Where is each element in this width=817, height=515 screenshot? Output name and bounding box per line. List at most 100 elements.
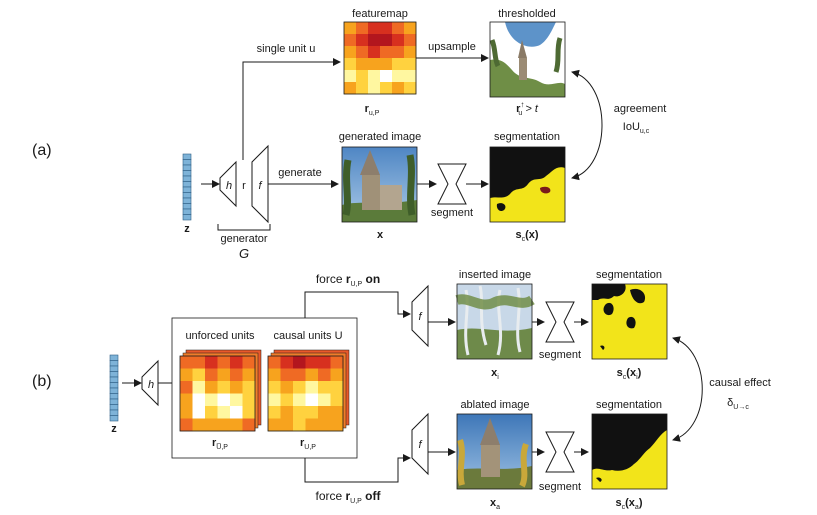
h-block-a (219, 160, 237, 208)
unforced-cell (180, 368, 193, 382)
latent-cell (109, 387, 119, 394)
latent-cell (109, 365, 119, 372)
causal-cell (318, 393, 331, 407)
panel-b-label: (b) (32, 373, 52, 390)
h-label-a: h (226, 180, 232, 192)
causal-cell (330, 381, 344, 394)
causal-cell (268, 368, 281, 382)
unforced-cell (180, 418, 193, 432)
causal-cell (268, 356, 281, 369)
segmentation-math-a: sc(x) (515, 229, 538, 243)
generator-label: generator (220, 233, 267, 245)
iou-label: IoUu,c (623, 121, 650, 135)
inserted-image (455, 283, 535, 360)
latent-cell (182, 186, 192, 193)
segment-label-a: segment (431, 207, 473, 219)
featuremap-cell (380, 46, 393, 59)
featuremap-cell (404, 22, 417, 35)
units-box (171, 317, 358, 459)
f-block-top (411, 284, 429, 348)
causal-cell (293, 393, 306, 407)
segmenter-block-b-top (545, 301, 575, 343)
unforced-cell (192, 368, 206, 382)
featuremap-cell (380, 70, 393, 83)
causal-cell (293, 406, 306, 419)
unforced-cell (192, 406, 206, 419)
featuremap-cell (344, 70, 357, 83)
latent-cell (182, 192, 192, 199)
unforced-cell (217, 381, 231, 394)
r-unforced-label: rU̅,P (212, 437, 228, 451)
unforced-cell (205, 356, 218, 369)
single-unit-label: single unit u (257, 43, 316, 55)
unforced-frame (179, 355, 256, 432)
latent-cell (109, 409, 119, 416)
featuremap-cell (344, 58, 357, 71)
latent-cell (182, 181, 192, 188)
unforced-cell (217, 406, 231, 419)
causal-cell (318, 418, 331, 432)
featuremap-cell (392, 70, 405, 83)
ablated-image-title: ablated image (460, 399, 529, 411)
latent-cell (109, 371, 119, 378)
unforced-cell (180, 406, 193, 419)
thresholded-title: thresholded (498, 8, 556, 20)
causal-cell (268, 393, 281, 407)
thresholded-math: r↑u > t (516, 100, 539, 117)
latent-cell (109, 398, 119, 405)
latent-cell (182, 159, 192, 166)
r-label-a: r (242, 180, 246, 192)
causal-cell (280, 381, 294, 394)
unforced-cell (242, 368, 256, 382)
latent-vector-a (182, 153, 192, 221)
latent-vector-b (109, 354, 119, 422)
featuremap-cell (368, 22, 381, 35)
causal-cell (268, 418, 281, 432)
agreement-arrow (571, 69, 603, 181)
featuremap-cell (368, 70, 381, 83)
causal-cell (293, 368, 306, 382)
latent-cell (109, 382, 119, 389)
agreement-label: agreement (614, 103, 667, 115)
featuremap-cell (368, 34, 381, 47)
arrow-single-unit (242, 58, 341, 160)
causal-cell (280, 393, 294, 407)
unforced-cell (230, 393, 243, 407)
unforced-cell (205, 393, 218, 407)
latent-cell (109, 360, 119, 367)
featuremap-title: featuremap (352, 8, 408, 20)
featuremap-cell (344, 82, 357, 95)
featuremap-cell (404, 58, 417, 71)
segment-label-b-bottom: segment (539, 481, 581, 493)
unforced-cell (217, 356, 231, 369)
f-label-bottom: f (418, 439, 422, 451)
featuremap-cell (404, 70, 417, 83)
causal-units-title: causal units U (273, 330, 342, 342)
featuremap-cell (404, 34, 417, 47)
causal-cell (330, 418, 344, 432)
causal-cell (318, 406, 331, 419)
inserted-image-title: inserted image (459, 269, 531, 281)
unforced-cell (230, 381, 243, 394)
causal-cell (305, 406, 319, 419)
ablated-x-label: xa (490, 497, 500, 511)
generated-x-label: x (377, 229, 384, 241)
latent-cell (182, 197, 192, 204)
featuremap-cell (380, 34, 393, 47)
causal-cell (330, 356, 344, 369)
causal-cell (293, 418, 306, 432)
featuremap-cell (356, 22, 369, 35)
force-off-label: force rU,P off (315, 489, 381, 505)
unforced-cell (242, 356, 256, 369)
latent-cell (182, 175, 192, 182)
unforced-cell (192, 356, 206, 369)
generator-bracket (217, 224, 271, 231)
causal-cell (280, 356, 294, 369)
unforced-cell (217, 368, 231, 382)
featuremap-cell (368, 46, 381, 59)
segmentation-math-b-top: sc(xi) (617, 367, 642, 381)
latent-cell (182, 164, 192, 171)
h-label-b: h (148, 379, 154, 391)
unforced-cell (242, 381, 256, 394)
unforced-cell (180, 381, 193, 394)
